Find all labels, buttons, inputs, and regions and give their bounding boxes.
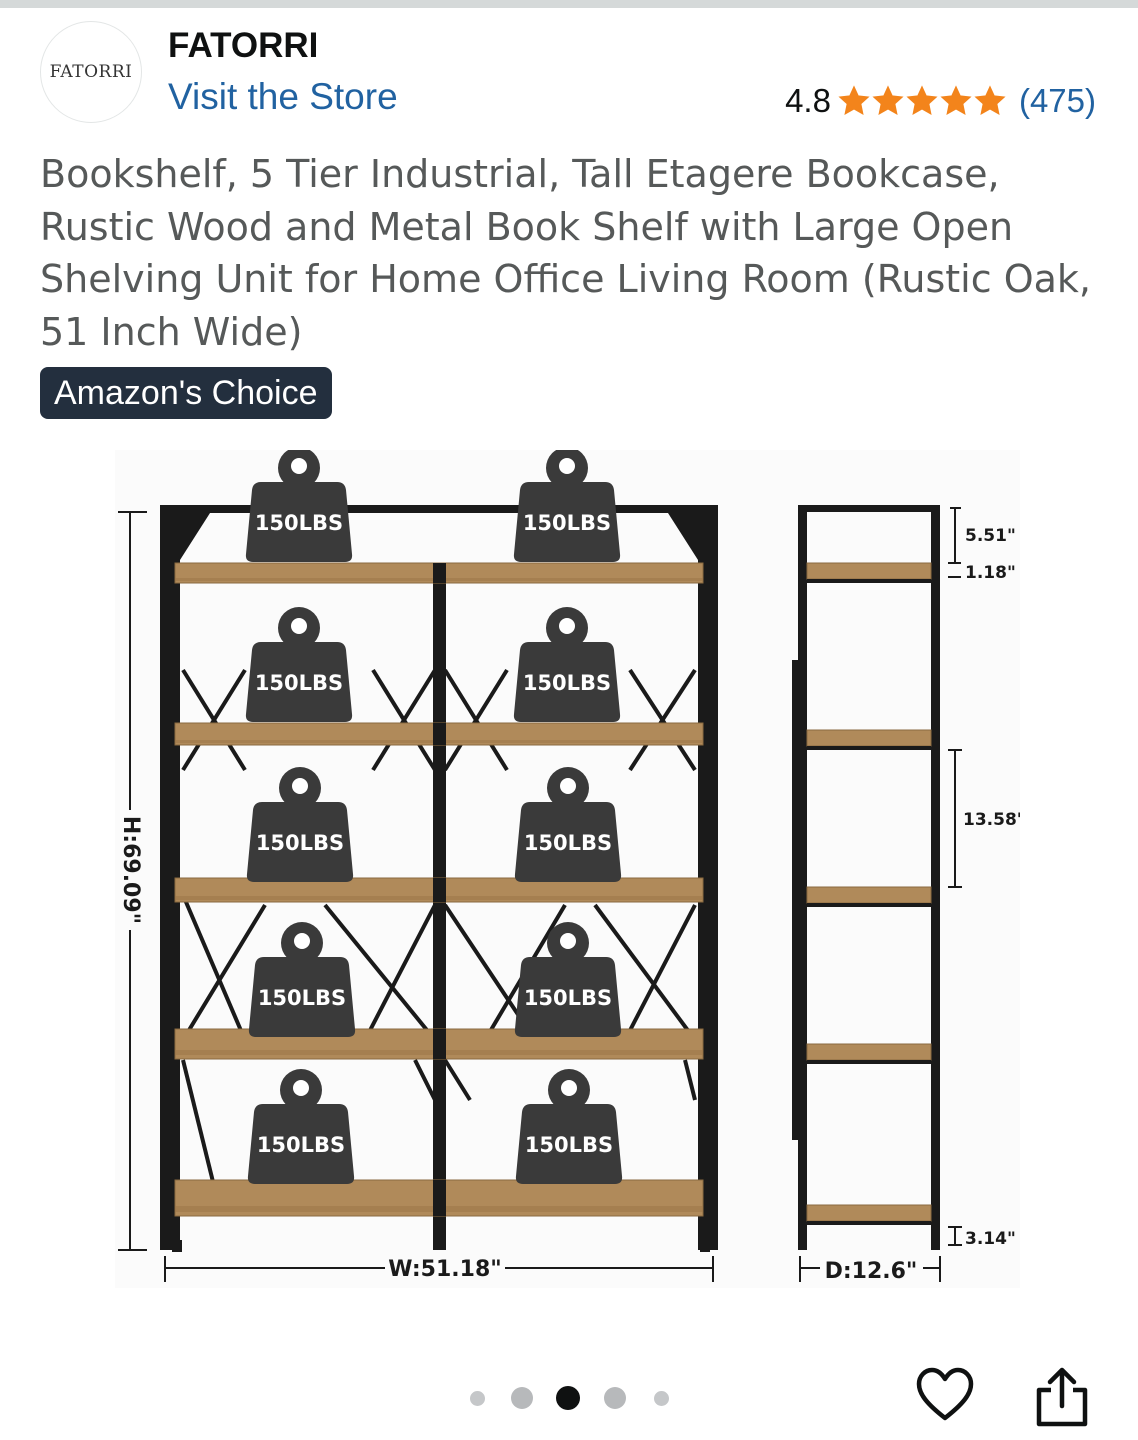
- weight-capacity-label: 150LBS: [524, 831, 612, 855]
- carousel-dot[interactable]: [511, 1387, 533, 1409]
- weight-icon: 150LBS: [245, 450, 353, 562]
- share-button[interactable]: [1033, 1366, 1091, 1428]
- top-clearance-label: 5.51": [965, 526, 1016, 546]
- carousel-dot[interactable]: [469, 1390, 485, 1406]
- star-icon: [838, 85, 870, 115]
- weight-capacity-label: 150LBS: [257, 1133, 345, 1157]
- weight-icon: 150LBS: [248, 922, 356, 1037]
- weight-capacity-label: 150LBS: [523, 671, 611, 695]
- heart-icon: [916, 1367, 974, 1421]
- weight-capacity-label: 150LBS: [255, 671, 343, 695]
- star-icon: [872, 85, 904, 115]
- rating-count[interactable]: (475): [1018, 82, 1096, 119]
- weight-icon: 150LBS: [513, 450, 621, 562]
- bottom-clearance-label: 3.14": [965, 1229, 1016, 1249]
- weight-icon: 150LBS: [515, 1069, 623, 1184]
- weight-icon: 150LBS: [246, 767, 354, 882]
- star-icon: [974, 85, 1006, 115]
- rating-value: 4.8: [785, 82, 831, 119]
- visit-store-link[interactable]: Visit the Store: [168, 76, 398, 117]
- brand-logo-text: FATORRI: [49, 62, 133, 82]
- product-title: Bookshelf, 5 Tier Industrial, Tall Etage…: [40, 152, 1091, 354]
- favorite-button[interactable]: [915, 1366, 975, 1426]
- weight-capacity-label: 150LBS: [256, 831, 344, 855]
- carousel-dot[interactable]: [653, 1390, 669, 1406]
- weight-icon: 150LBS: [513, 607, 621, 722]
- dimension-diagram: 150LBS 150LBS 150LBS 150LBS 150LBS 150LBS 150L…: [115, 450, 1020, 1288]
- amazons-choice-badge[interactable]: Amazon's Choice: [40, 367, 332, 419]
- weight-capacity-label: 150LBS: [524, 986, 612, 1010]
- depth-dimension-label: D:12.6": [825, 1259, 918, 1284]
- rating-summary[interactable]: 4.8 (475): [785, 80, 1096, 122]
- weight-capacity-label: 150LBS: [255, 511, 343, 535]
- height-dimension-label: H:69.09": [118, 816, 143, 924]
- weight-icon: 150LBS: [514, 767, 622, 882]
- weight-icon: 150LBS: [247, 1069, 355, 1184]
- shelf-gap-label: 13.58": [963, 810, 1020, 830]
- weight-icon: 150LBS: [514, 922, 622, 1037]
- carousel-dot-active[interactable]: [556, 1386, 580, 1410]
- brand-logo[interactable]: FATORRI: [40, 21, 142, 123]
- star-icon: [906, 85, 938, 115]
- width-dimension-label: W:51.18": [388, 1257, 501, 1282]
- star-icon: [940, 85, 972, 115]
- star-rating: [837, 85, 1007, 117]
- weight-icon: 150LBS: [245, 607, 353, 722]
- top-bar: [0, 0, 1138, 8]
- image-carousel-dots: [0, 1382, 1138, 1414]
- weight-capacity-label: 150LBS: [523, 511, 611, 535]
- carousel-dot[interactable]: [604, 1387, 626, 1409]
- weight-capacity-label: 150LBS: [525, 1133, 613, 1157]
- product-image[interactable]: 150LBS 150LBS 150LBS 150LBS 150LBS 150LBS 150L…: [115, 450, 1020, 1288]
- weight-capacity-label: 150LBS: [258, 986, 346, 1010]
- board-thickness-label: 1.18": [965, 563, 1016, 583]
- brand-name: FATORRI: [168, 26, 319, 65]
- share-icon: [1036, 1367, 1088, 1427]
